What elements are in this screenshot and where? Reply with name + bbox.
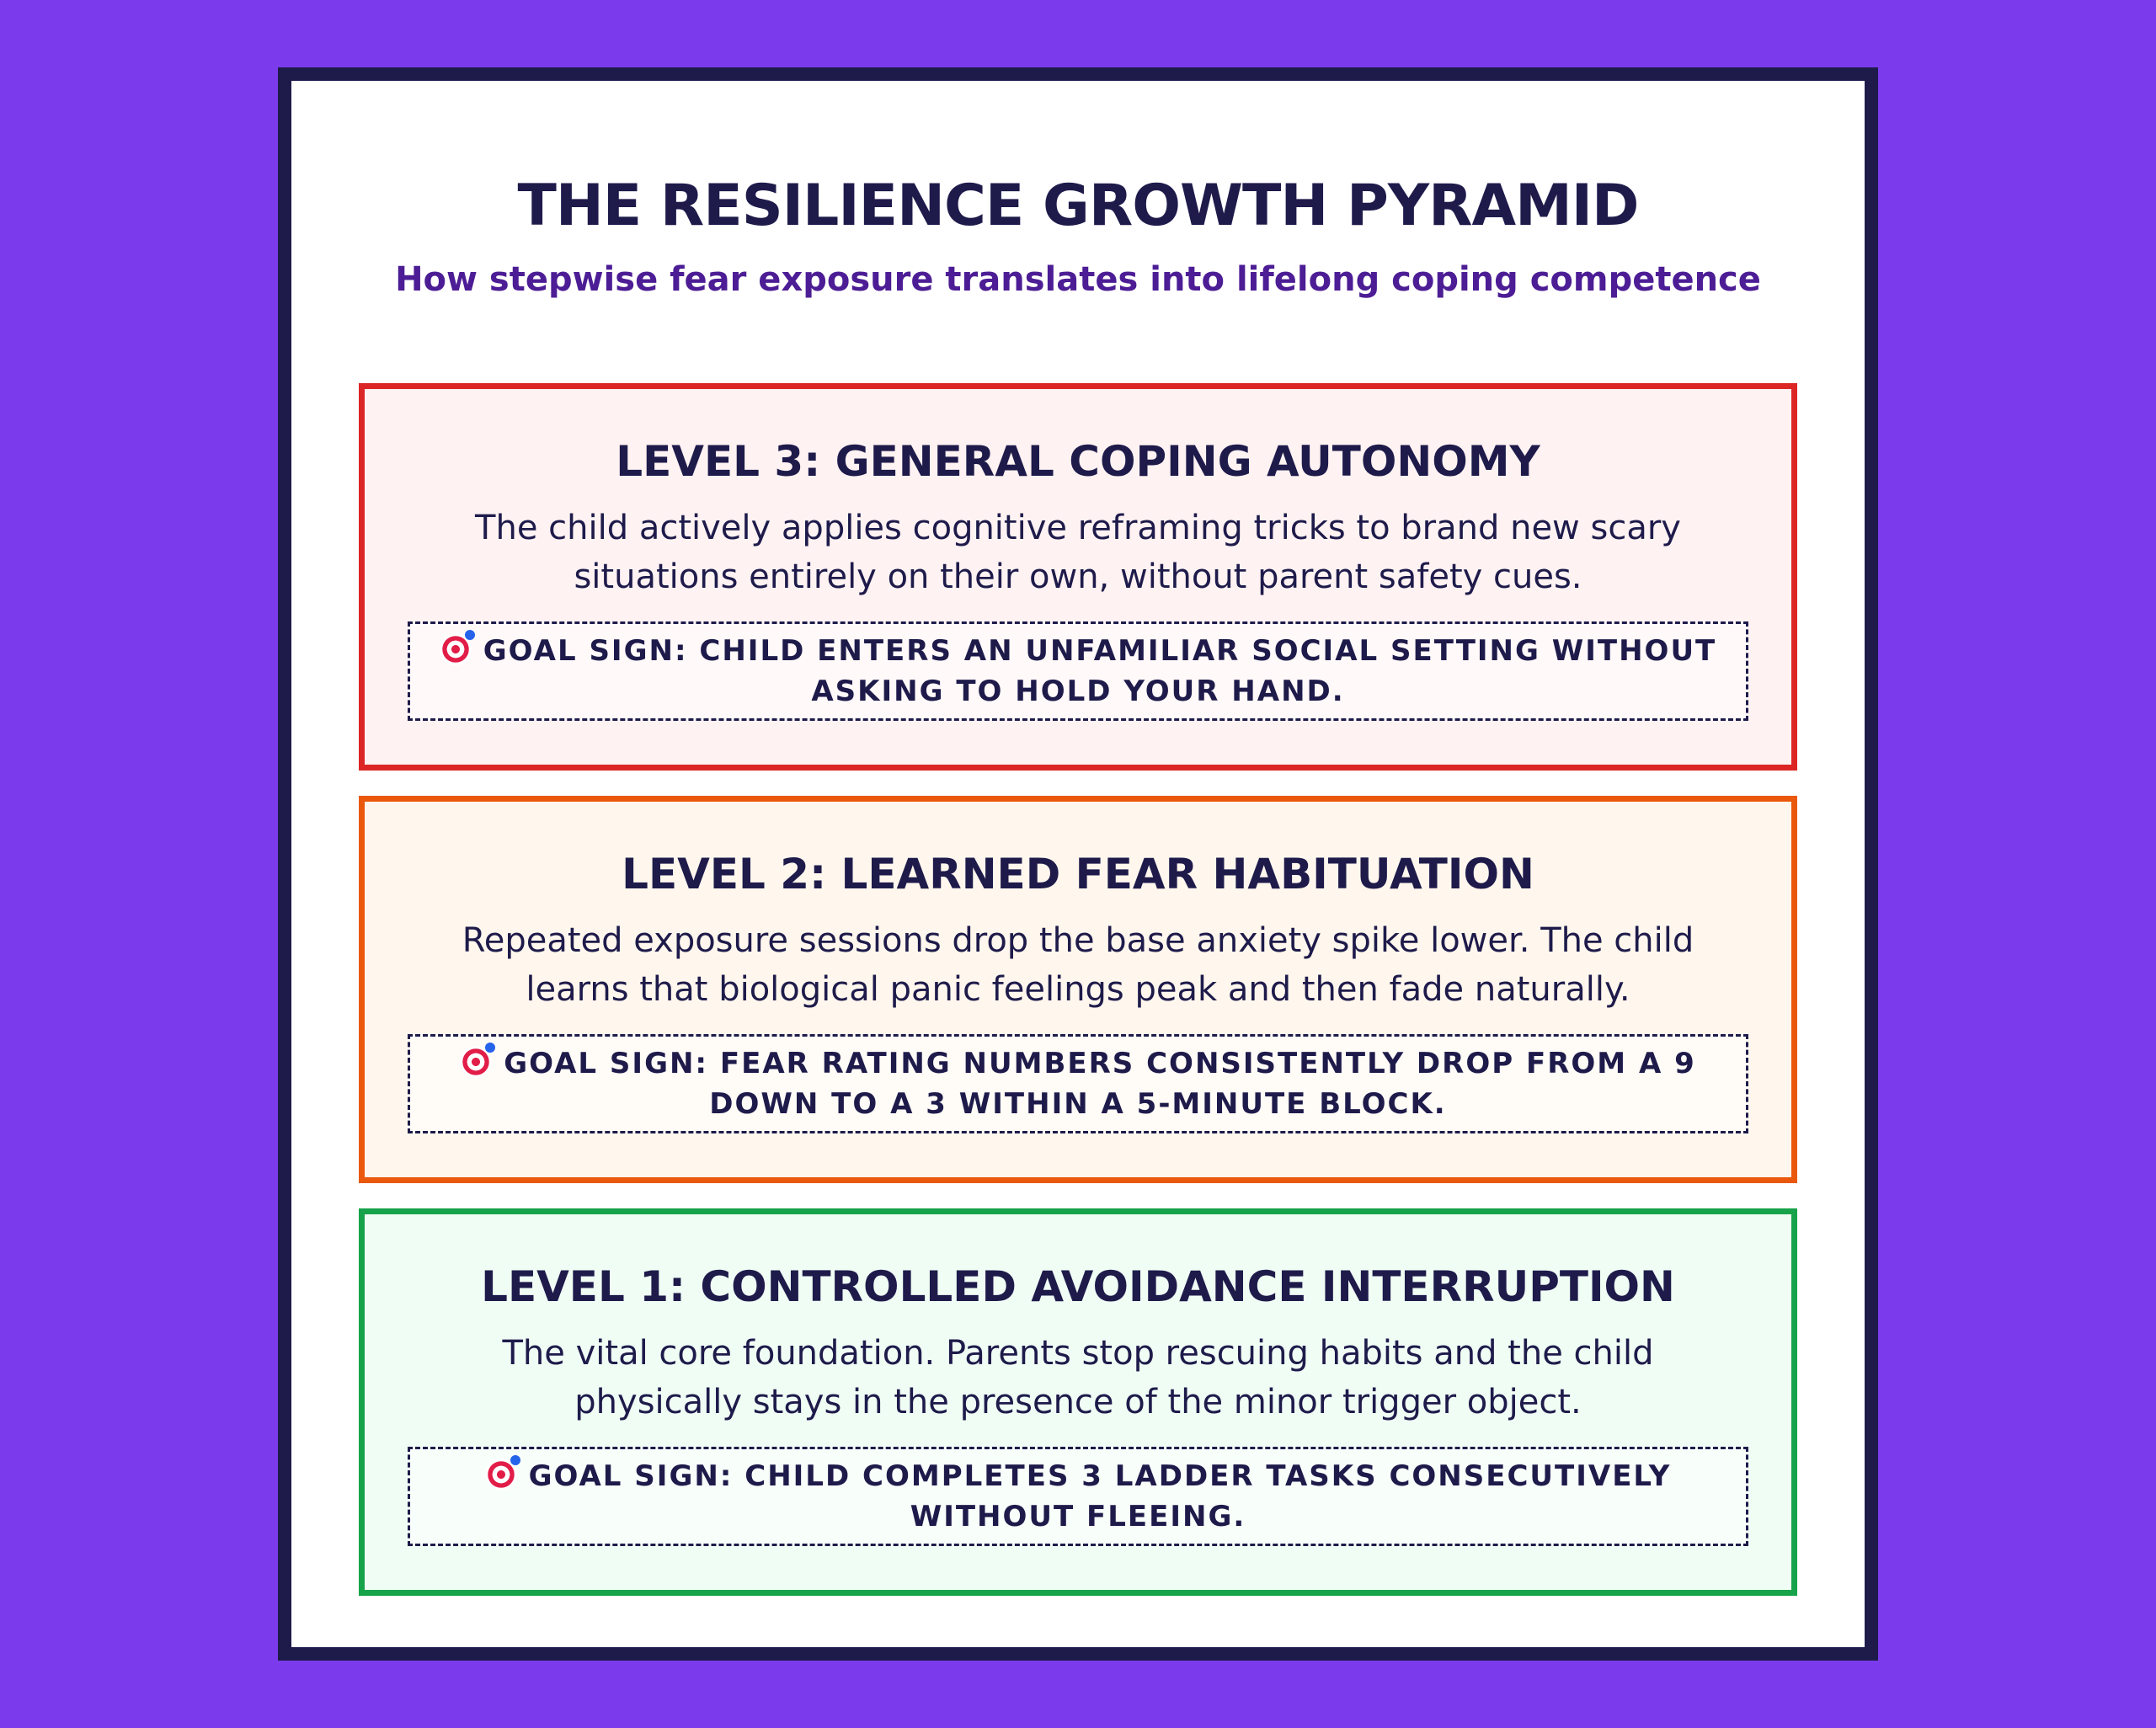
level-1-description: The vital core foundation. Parents stop … (502, 1334, 1654, 1421)
level-1-title: LEVEL 1: CONTROLLED AVOIDANCE INTERRUPTI… (481, 1262, 1675, 1311)
level-3-box: LEVEL 3: GENERAL COPING AUTONOMY The chi… (359, 383, 1797, 771)
level-2-goal-box: GOAL SIGN: FEAR RATING NUMBERS CONSISTEN… (408, 1034, 1748, 1133)
target-icon (484, 1455, 520, 1491)
pyramid-card: THE RESILIENCE GROWTH PYRAMID How stepwi… (278, 67, 1878, 1661)
target-icon (439, 630, 475, 665)
level-2-box: LEVEL 2: LEARNED FEAR HABITUATION Repeat… (359, 796, 1797, 1183)
level-2-description: Repeated exposure sessions drop the base… (462, 921, 1694, 1009)
level-2-goal-text: GOAL SIGN: FEAR RATING NUMBERS CONSISTEN… (504, 1047, 1696, 1121)
level-1-goal-text: GOAL SIGN: CHILD COMPLETES 3 LADDER TASK… (528, 1459, 1672, 1533)
page-subtitle: How stepwise fear exposure translates in… (395, 260, 1761, 299)
level-1-goal-box: GOAL SIGN: CHILD COMPLETES 3 LADDER TASK… (408, 1447, 1748, 1546)
level-3-title: LEVEL 3: GENERAL COPING AUTONOMY (616, 437, 1540, 486)
page-title: THE RESILIENCE GROWTH PYRAMID (517, 173, 1640, 239)
level-3-goal-box: GOAL SIGN: CHILD ENTERS AN UNFAMILIAR SO… (408, 621, 1748, 721)
level-1-box: LEVEL 1: CONTROLLED AVOIDANCE INTERRUPTI… (359, 1208, 1797, 1596)
level-2-title: LEVEL 2: LEARNED FEAR HABITUATION (622, 850, 1534, 899)
level-3-description: The child actively applies cognitive ref… (475, 509, 1681, 596)
level-3-goal-text: GOAL SIGN: CHILD ENTERS AN UNFAMILIAR SO… (483, 634, 1717, 708)
target-icon (460, 1043, 496, 1078)
